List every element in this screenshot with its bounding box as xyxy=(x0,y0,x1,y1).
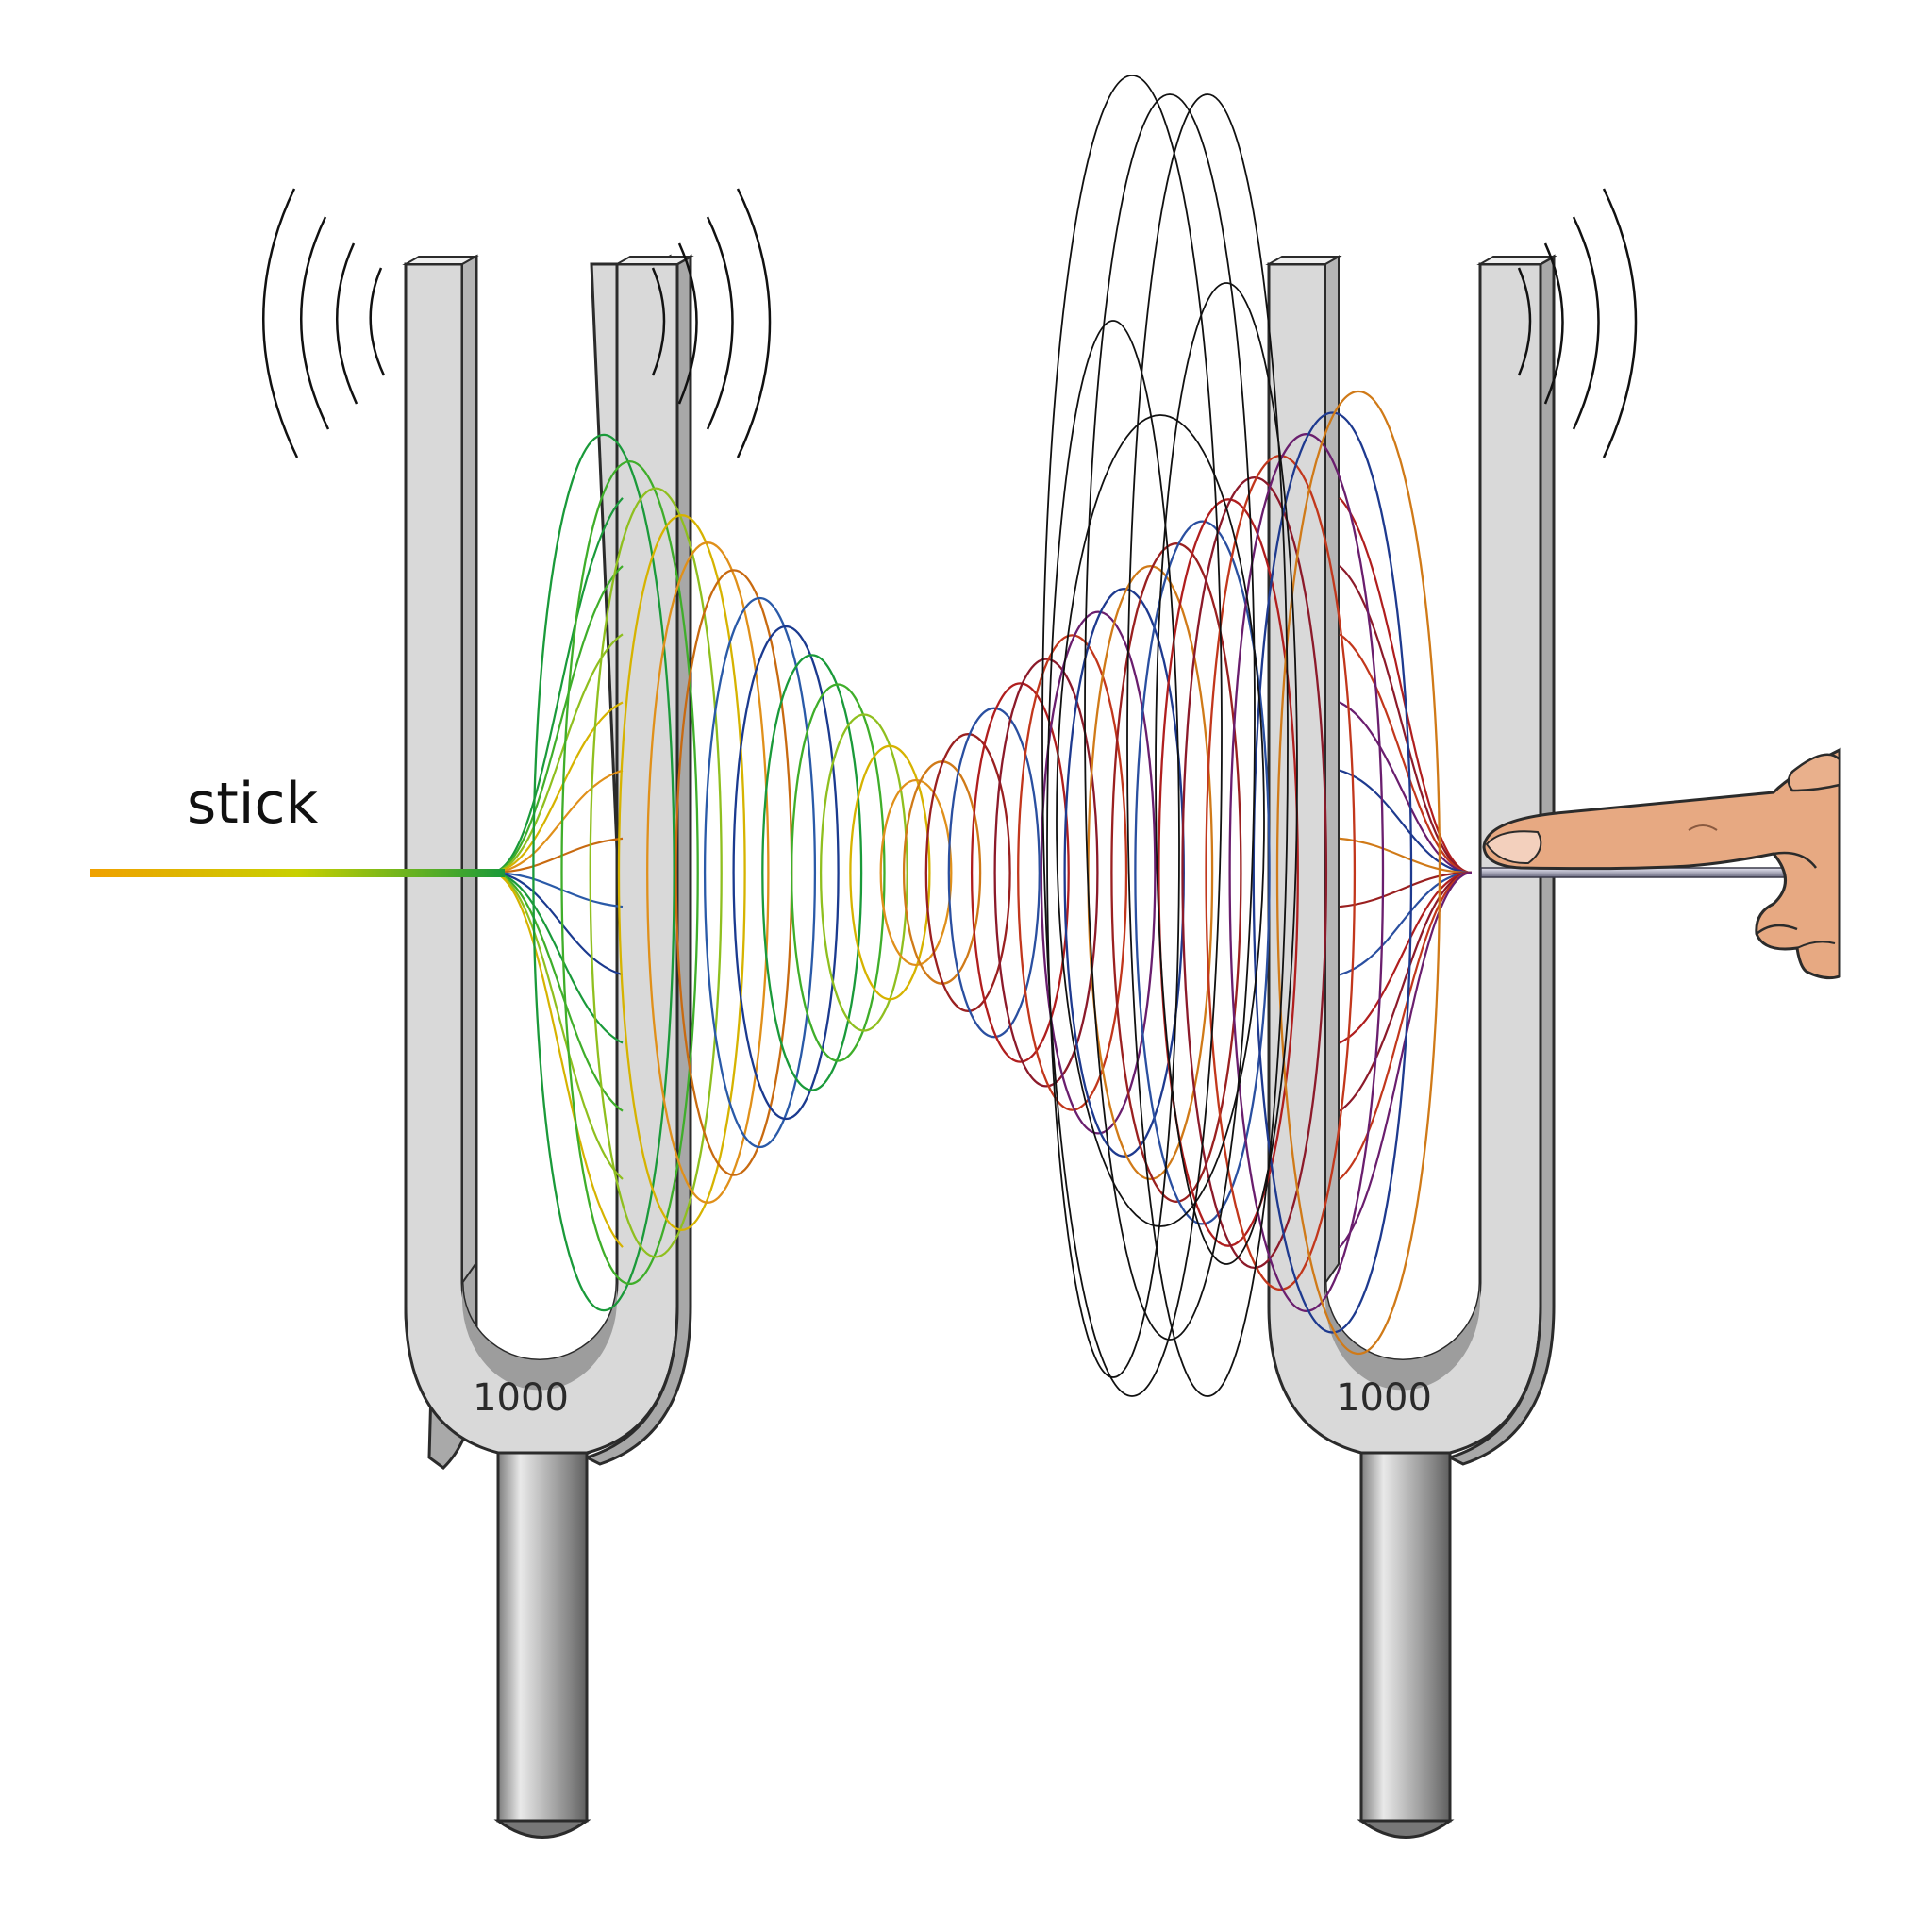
wave-loop xyxy=(790,683,886,1062)
wave-loop xyxy=(879,778,953,967)
wave-fan-line xyxy=(490,769,624,874)
wave-loop xyxy=(1110,542,1242,1203)
stick-icon: stick xyxy=(90,771,505,877)
wave-fan-line xyxy=(1339,837,1473,874)
right-tuning-fork: 1000 xyxy=(1265,254,1557,1839)
wave-loop xyxy=(1275,390,1441,1356)
wave-loop xyxy=(761,654,863,1091)
wave-fan-line xyxy=(490,871,624,1180)
wave-fan-line xyxy=(1339,769,1473,874)
wave-loop xyxy=(1158,498,1299,1247)
wave-fan-line xyxy=(1339,871,1473,976)
wave-loop xyxy=(924,733,1011,1012)
sound-wave-icon xyxy=(262,188,1638,458)
wave-outline-loop xyxy=(1126,93,1289,1397)
wave-fan-line xyxy=(490,871,624,908)
wave-outline-loop xyxy=(1155,282,1298,1265)
wave-fan-line xyxy=(1339,633,1473,874)
right-fork-handle xyxy=(1359,1451,1452,1823)
right-fork-frequency: 1000 xyxy=(1336,1376,1432,1420)
wave-loop xyxy=(1040,610,1157,1135)
wave-loop xyxy=(993,658,1099,1088)
wave-outline-loop xyxy=(1084,93,1256,1341)
wave-loop xyxy=(1134,520,1271,1225)
wave-fan-line xyxy=(490,701,624,874)
wave-fan-line xyxy=(1339,871,1473,1180)
stick-label: stick xyxy=(187,771,318,837)
wave-loop xyxy=(589,487,723,1258)
wave-fan-line xyxy=(490,871,624,1044)
left-tuning-fork: 1000 xyxy=(402,254,694,1839)
wave-loop xyxy=(617,514,746,1231)
wave-fan-line xyxy=(490,871,624,1112)
wave-fan-line xyxy=(1339,565,1473,874)
wave-fan-line xyxy=(490,565,624,874)
wave-loop xyxy=(1252,411,1413,1334)
wave-loop xyxy=(1228,433,1385,1312)
wave-loop xyxy=(703,596,817,1149)
wave-fan-line xyxy=(490,633,624,874)
wave-fan-line xyxy=(490,837,624,874)
wave-loop xyxy=(819,713,908,1032)
hand-icon xyxy=(1480,747,1841,980)
wave-loop xyxy=(849,744,931,1001)
left-fork-frequency: 1000 xyxy=(473,1376,569,1420)
wave-loop xyxy=(646,541,770,1204)
left-fork-handle xyxy=(496,1451,589,1823)
wave-loop xyxy=(560,459,699,1286)
wave-fan-line xyxy=(1339,871,1473,1112)
wave-loop xyxy=(1017,634,1128,1111)
wave-loop xyxy=(1181,475,1328,1270)
wave-loop xyxy=(970,682,1070,1063)
wave-loop xyxy=(902,760,982,985)
wave-outline-loop xyxy=(1056,414,1265,1227)
wave-fan-line xyxy=(1339,871,1473,1044)
wave-loop xyxy=(732,625,840,1121)
wave-outline-loop xyxy=(1046,320,1180,1378)
wave-fan-line xyxy=(490,871,624,1248)
wave-fan-line xyxy=(1339,871,1473,908)
wave-fan-line xyxy=(490,497,624,874)
wave-interference-loops xyxy=(490,75,1473,1397)
wave-fan-line xyxy=(490,871,624,976)
wave-loop xyxy=(532,433,675,1312)
wave-fan-line xyxy=(1339,701,1473,874)
wave-loop xyxy=(947,707,1041,1039)
wave-loop xyxy=(1063,588,1185,1158)
wave-outline-loop xyxy=(1041,75,1223,1397)
